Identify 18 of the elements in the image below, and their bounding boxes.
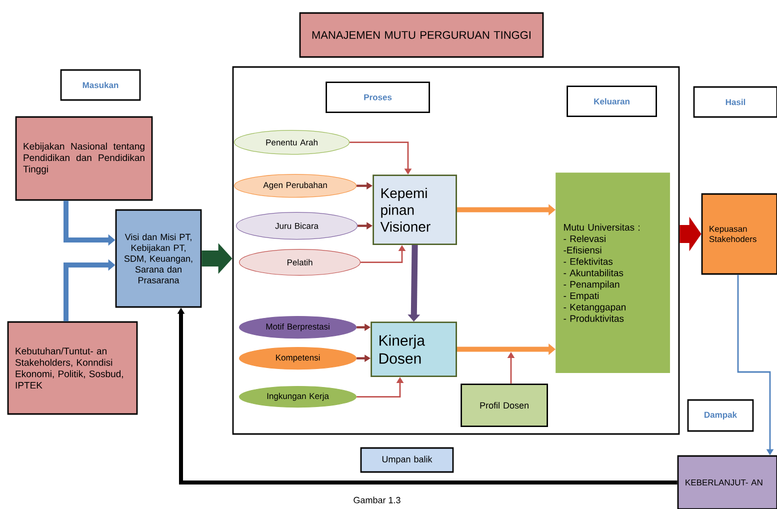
impact-box: KEBERLANJUT- AN — [677, 455, 777, 509]
output-box: Mutu Universitas : - Relevasi -Efisiensi - Efektivitas - Akuntabilitas - Penampilan - Empati - Ketanggapan - Produktivitas — [556, 172, 670, 373]
feedback-box: Umpan balik — [360, 447, 454, 473]
header-label: Keluaran — [566, 86, 657, 117]
header-label: Proses — [326, 82, 430, 113]
caption: Gambar 1.3 — [354, 496, 400, 504]
process-box: Kinerja Dosen — [370, 322, 457, 377]
title-box: MANAJEMEN MUTU PERGURUAN TINGGI — [299, 12, 544, 58]
input-box: Visi dan Misi PT, Kebijakan PT, SDM, Keuangan, Sarana dan Prasarana — [115, 209, 202, 308]
process-frame — [232, 66, 680, 435]
profile-box: Profil Dosen — [460, 384, 548, 427]
input-box: Kebijakan Nasional tentang Pendidikan dan Pendidikan Tinggi — [15, 116, 153, 201]
header-label: Hasil — [693, 86, 777, 118]
header-label: Masukan — [60, 69, 141, 101]
result-box: Kepuasan Stakehoders — [701, 193, 777, 275]
process-box: Kepemi pinan Visioner — [372, 174, 457, 245]
header-label: Dampak — [687, 399, 754, 432]
input-box: Kebutuhan/Tuntut- an Stakeholders, Konndisi Ekonomi, Politik, Sosbud, IPTEK — [7, 321, 138, 415]
